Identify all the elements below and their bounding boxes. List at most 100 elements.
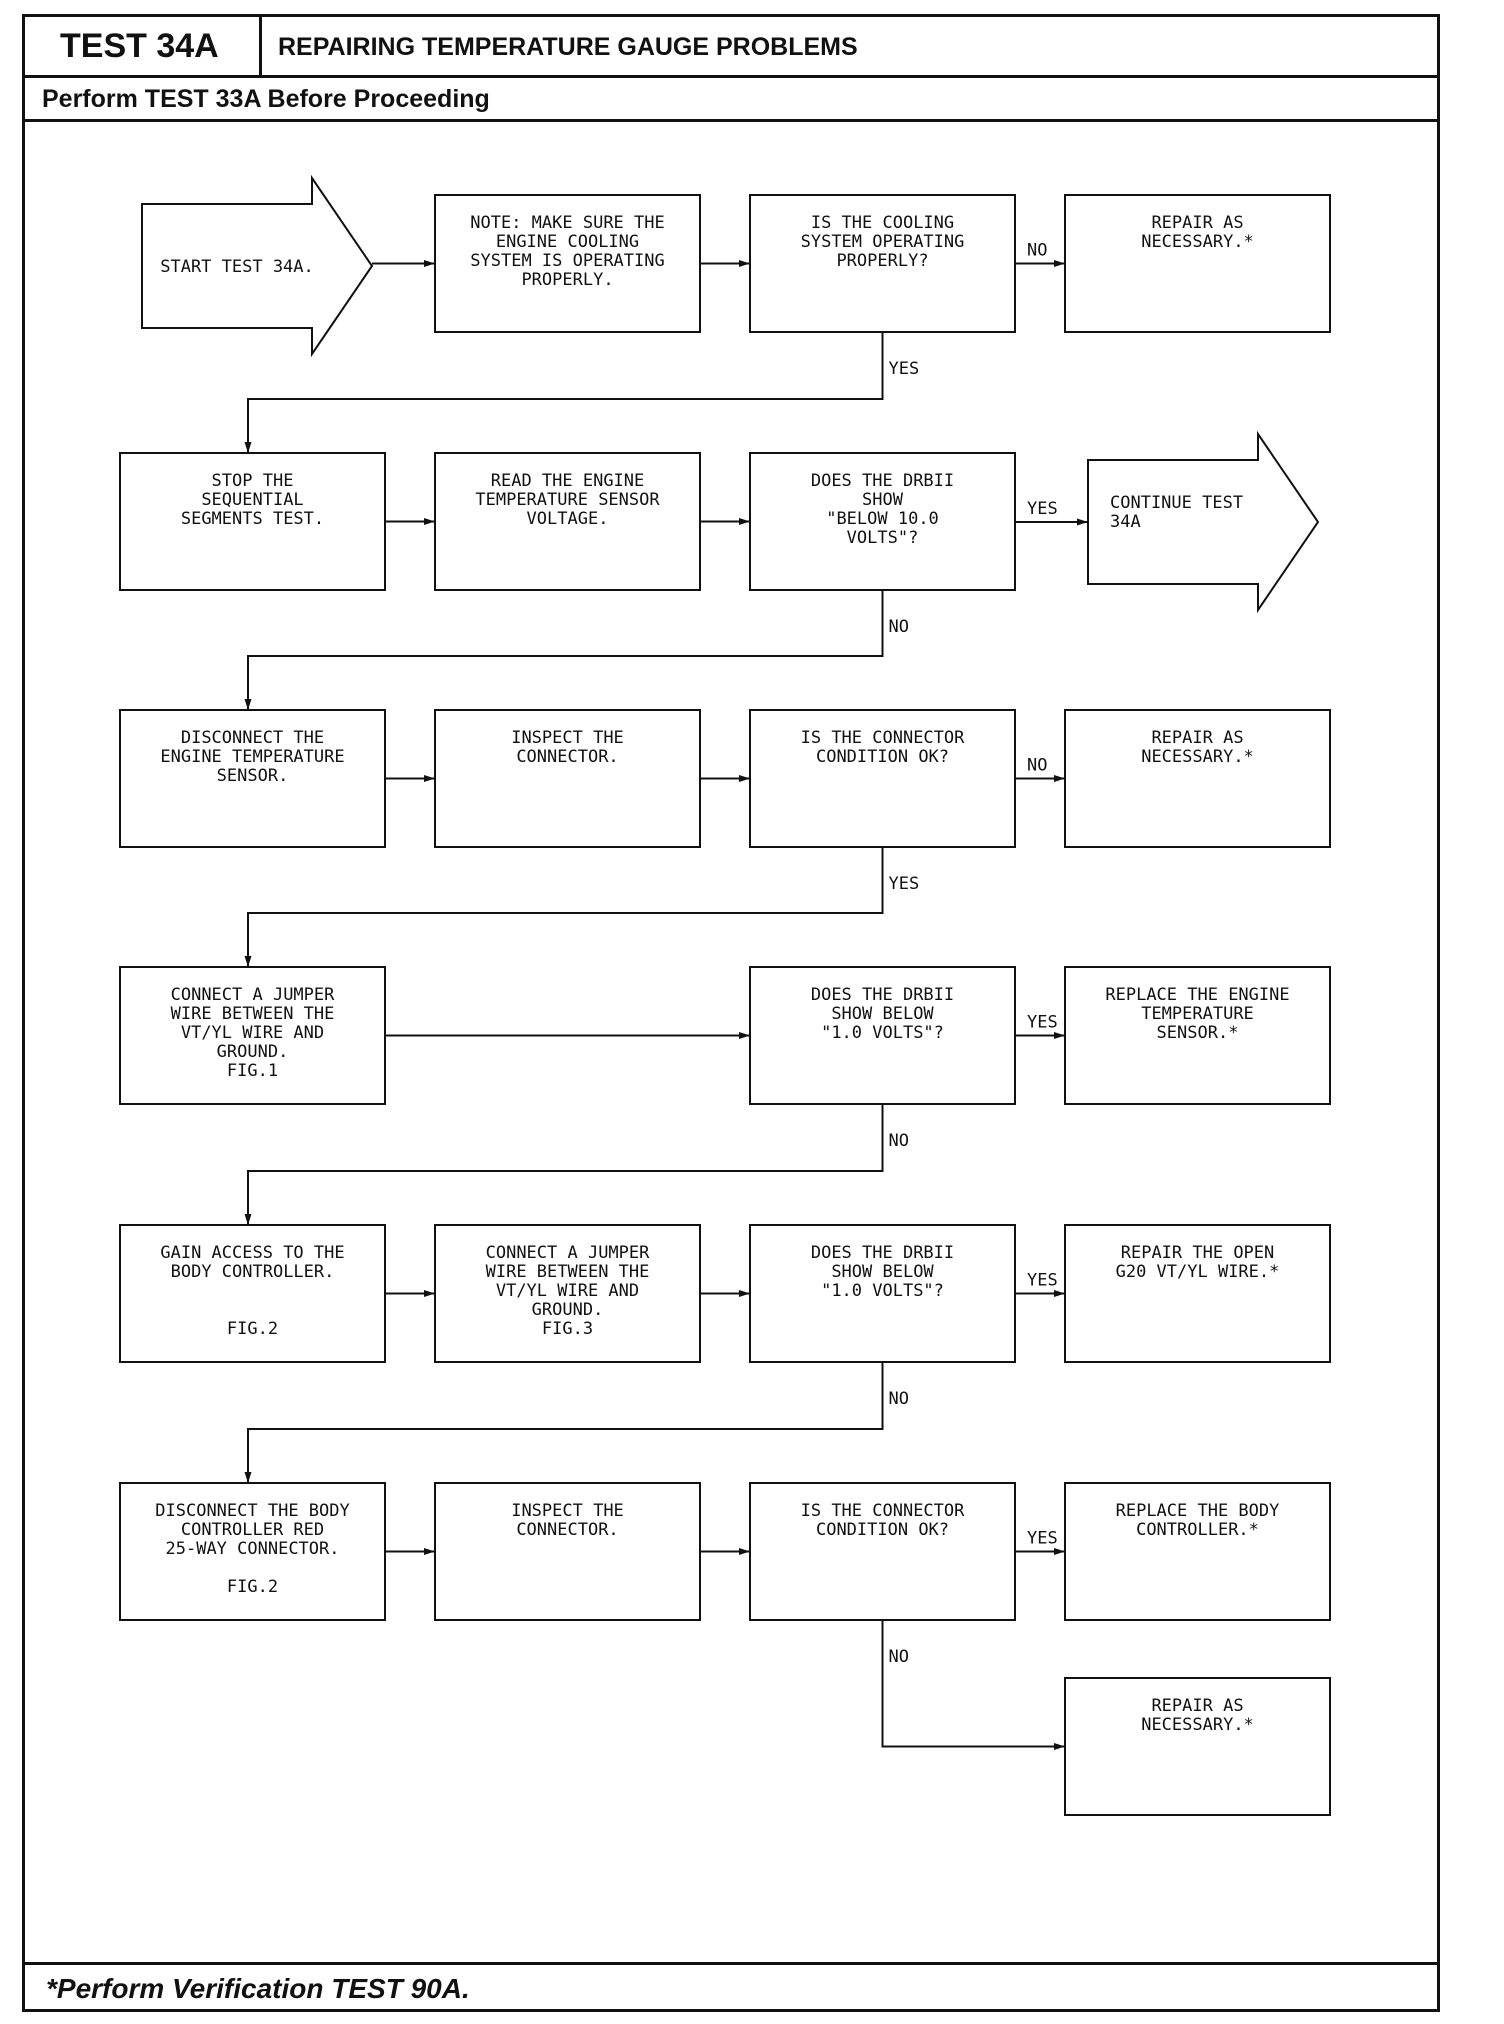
flow-box-shape bbox=[749, 194, 1016, 333]
flow-node-text: READ THE ENGINE bbox=[491, 471, 645, 491]
flow-box-shape bbox=[119, 709, 386, 848]
flow-edge-q-connector-1-to-jumper-1: YES bbox=[244, 847, 919, 967]
flow-box-shape bbox=[119, 1224, 386, 1363]
flow-node-text: FIG.2 bbox=[227, 1577, 278, 1597]
flow-node-text: GROUND. bbox=[532, 1300, 604, 1320]
flow-node-text: ENGINE TEMPERATURE bbox=[160, 747, 344, 767]
flow-node-text: IS THE COOLING bbox=[811, 213, 954, 233]
flow-node-text: INSPECT THE bbox=[511, 728, 624, 748]
flow-box-shape bbox=[434, 452, 701, 591]
flow-node-text: CONDITION OK? bbox=[816, 747, 949, 767]
flow-node-text: CONNECTOR. bbox=[516, 1520, 618, 1540]
flow-node-text: SEQUENTIAL bbox=[201, 490, 303, 510]
flow-node-text: VT/YL WIRE AND bbox=[496, 1281, 639, 1301]
flow-node-text: SYSTEM OPERATING bbox=[801, 232, 965, 252]
flow-node-text: CONNECTOR. bbox=[516, 747, 618, 767]
flow-node-text: SEGMENTS TEST. bbox=[181, 509, 324, 529]
flow-node-text: DOES THE DRBII bbox=[811, 985, 954, 1005]
flow-edge-q-below1-b-to-disconnect-controller: NO bbox=[244, 1362, 909, 1483]
flow-node-text: 34A bbox=[1110, 512, 1141, 532]
flow-node-text: "1.0 VOLTS"? bbox=[821, 1023, 944, 1043]
flow-edge-q-connector-2-to-replace-controller: YES bbox=[1015, 1529, 1065, 1555]
verification-footnote: *Perform Verification TEST 90A. bbox=[22, 1962, 1440, 2012]
page-title: REPAIRING TEMPERATURE GAUGE PROBLEMS bbox=[278, 33, 858, 61]
flow-box-shape bbox=[749, 709, 1016, 848]
flow-connector-line bbox=[244, 847, 884, 967]
flow-edge-q-below1-a-to-replace-sensor: YES bbox=[1015, 1013, 1065, 1039]
flow-node-text: TEMPERATURE bbox=[1141, 1004, 1254, 1024]
flow-edge-q-connector-1-to-repair-2: NO bbox=[1015, 756, 1065, 782]
flow-node-text: SHOW bbox=[862, 490, 904, 510]
flow-node-text: VOLTS"? bbox=[847, 528, 919, 548]
flow-node-text: SYSTEM IS OPERATING bbox=[470, 251, 664, 271]
flow-node-text: DOES THE DRBII bbox=[811, 1243, 954, 1263]
flow-arrow-shape bbox=[141, 174, 374, 358]
flow-edge-q-cooling-to-repair-1: NO bbox=[1015, 241, 1065, 267]
flow-node-text: FIG.2 bbox=[227, 1319, 278, 1339]
flow-box-shape bbox=[1064, 1677, 1331, 1816]
flow-node-text: IS THE CONNECTOR bbox=[801, 1501, 966, 1521]
edge-label-no: NO bbox=[889, 1131, 909, 1151]
edge-label-yes: YES bbox=[1027, 1271, 1058, 1291]
page-frame bbox=[22, 14, 1440, 2012]
flow-node-text: DOES THE DRBII bbox=[811, 471, 954, 491]
flow-node-text: GAIN ACCESS TO THE bbox=[160, 1243, 344, 1263]
edge-label-no: NO bbox=[1027, 241, 1047, 261]
edge-label-no: NO bbox=[889, 1647, 909, 1667]
flow-connectors: NO YES YES NO NO YES YES NO YES NO YES NO bbox=[244, 241, 1088, 1750]
flow-box-shape bbox=[749, 1482, 1016, 1621]
flow-box-shape bbox=[749, 452, 1016, 591]
flow-node-text: CONNECT A JUMPER bbox=[486, 1243, 651, 1263]
flow-edge-q-below10-to-disconnect-sensor: NO bbox=[244, 590, 909, 710]
flow-node-text: REPAIR AS bbox=[1151, 728, 1243, 748]
flow-node-text: NOTE: MAKE SURE THE bbox=[470, 213, 664, 233]
flow-box-shape bbox=[1064, 709, 1331, 848]
flow-nodes: START TEST 34A. NOTE: MAKE SURE THE ENGINE… bbox=[119, 174, 1331, 1816]
flow-node-text: REPAIR AS bbox=[1151, 213, 1243, 233]
flow-node-text: VOLTAGE. bbox=[527, 509, 609, 529]
header-row bbox=[22, 14, 1440, 78]
flow-box-shape bbox=[434, 1224, 701, 1363]
flow-node-text: SHOW BELOW bbox=[831, 1004, 934, 1024]
edge-label-yes: YES bbox=[1027, 499, 1058, 519]
flow-node-text: REPAIR AS bbox=[1151, 1696, 1243, 1716]
edge-label-no: NO bbox=[1027, 756, 1047, 776]
flow-node-text: NECESSARY.* bbox=[1141, 232, 1254, 252]
flow-box-shape bbox=[749, 966, 1016, 1105]
flow-box-shape bbox=[1064, 194, 1331, 333]
flow-node-text: "BELOW 10.0 bbox=[826, 509, 939, 529]
flow-connector-line bbox=[244, 1362, 884, 1483]
flow-node-start: START TEST 34A. bbox=[141, 174, 374, 358]
flow-connector-line bbox=[244, 332, 884, 453]
prerequisite-note: Perform TEST 33A Before Proceeding bbox=[22, 78, 1440, 122]
flow-node-text: PROPERLY. bbox=[521, 270, 613, 290]
flow-node-text: START TEST 34A. bbox=[160, 257, 314, 277]
flow-connector-line bbox=[244, 590, 884, 710]
flow-box-shape bbox=[119, 452, 386, 591]
flow-node-text: SENSOR. bbox=[217, 766, 289, 786]
flow-node-text: PROPERLY? bbox=[836, 251, 928, 271]
flow-arrow-shape bbox=[1087, 430, 1320, 614]
edge-label-yes: YES bbox=[889, 359, 920, 379]
flow-box-shape bbox=[434, 1482, 701, 1621]
flow-node-text: FIG.3 bbox=[542, 1319, 593, 1339]
flow-node-text: INSPECT THE bbox=[511, 1501, 624, 1521]
flow-node-text: CONNECT A JUMPER bbox=[171, 985, 336, 1005]
